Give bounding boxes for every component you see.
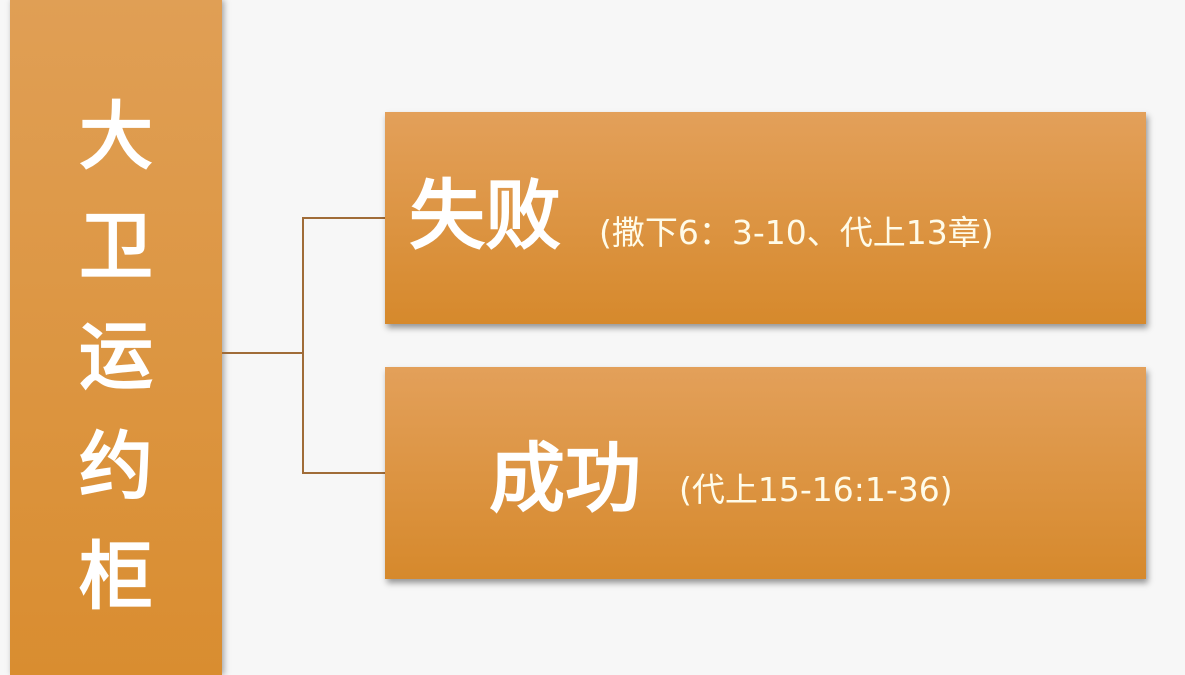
connector-stem bbox=[222, 352, 304, 354]
branch-label: 失败 bbox=[409, 171, 561, 260]
branch-label: 成功 bbox=[489, 434, 641, 523]
title-text: 大 卫 运 约 柜 bbox=[10, 82, 222, 632]
title-bar: 大 卫 运 约 柜 bbox=[10, 0, 222, 675]
title-char: 约 bbox=[79, 424, 153, 510]
connector-vertical bbox=[302, 217, 304, 474]
title-char: 大 bbox=[79, 94, 153, 180]
branch-reference: (撒下6：3-10、代上13章) bbox=[599, 213, 994, 252]
branch-success: 成功 (代上15-16:1-36) bbox=[385, 367, 1146, 579]
title-char: 运 bbox=[79, 314, 153, 400]
branch-failure: 失败 (撒下6：3-10、代上13章) bbox=[385, 112, 1146, 324]
title-char: 柜 bbox=[79, 534, 153, 620]
connector-branch-bottom bbox=[302, 472, 385, 474]
title-char: 卫 bbox=[79, 204, 153, 290]
connector-branch-top bbox=[302, 217, 385, 219]
branch-reference: (代上15-16:1-36) bbox=[679, 470, 953, 509]
